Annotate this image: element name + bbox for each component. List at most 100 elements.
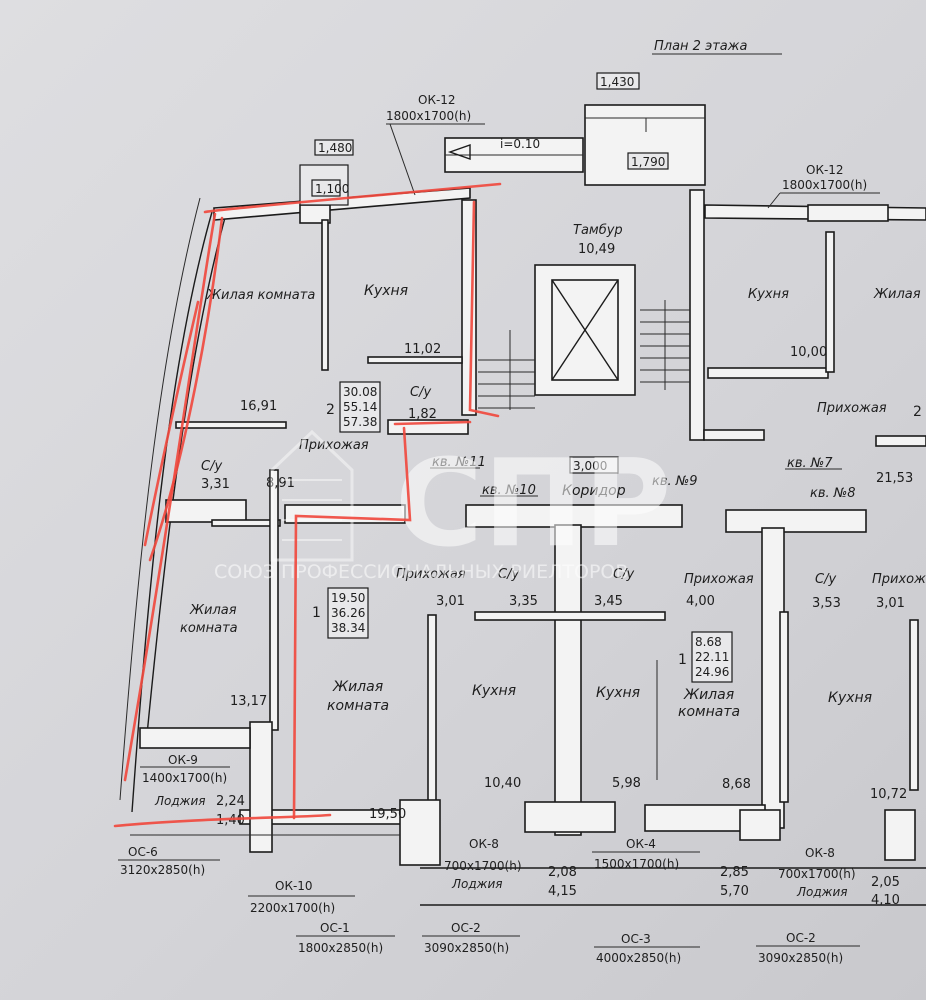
- area-living-tl: 16,91: [240, 399, 277, 414]
- watermark-logo: СПР: [395, 435, 671, 574]
- level-3000-box: [569, 456, 619, 474]
- room-hall-kv9: Прихожая: [684, 572, 754, 587]
- wall-kitchen-tr-bottom: [707, 367, 829, 379]
- room-hall-kv8: Прихожая: [872, 572, 926, 587]
- plan-title: План 2 этажа: [654, 39, 747, 54]
- room-living-tr: Жилая: [873, 287, 921, 302]
- room-loggia-right: Лоджия: [796, 885, 848, 899]
- kv9-summary-box: [691, 631, 733, 683]
- opening-oc2-b: ОС-2: [786, 931, 816, 945]
- balcony-rail: [119, 197, 201, 801]
- opening-oc6-size: 3120x2850(h): [120, 863, 205, 877]
- opening-ok12-a: ОК-12: [418, 93, 456, 107]
- kv10-sum-c: 38.34: [331, 621, 365, 635]
- stair-treads: [478, 300, 690, 410]
- level-1100-box: [311, 179, 341, 197]
- area-loggia-r2-a: 2,05: [871, 875, 900, 890]
- kv9-sum-b: 22.11: [695, 650, 729, 664]
- area-loggia-r1-b: 5,70: [720, 884, 749, 899]
- room-living-left-2: комната: [180, 621, 238, 636]
- kv10-summary-box: [327, 587, 369, 639]
- opening-ok10: ОК-10: [275, 879, 313, 893]
- area-loggia-mid-a: 2,08: [548, 865, 577, 880]
- room-vestibule: Тамбур: [573, 223, 623, 238]
- room-living-left: Жилая: [189, 603, 237, 618]
- room-bath-left: С/у: [201, 459, 222, 474]
- area-bath-kv11: 1,82: [408, 407, 437, 422]
- window-kitchen-tr: [807, 204, 889, 222]
- opening-ok4: ОК-4: [626, 837, 656, 851]
- pier-3: [884, 809, 916, 861]
- pier-1: [399, 799, 441, 866]
- loggia-left-window: [139, 727, 251, 749]
- wall-hall-tr: [703, 429, 765, 441]
- area-hall-kv11: 8,91: [266, 476, 295, 491]
- area-kitchen-kv9: 5,98: [612, 776, 641, 791]
- room-kitchen-tr: Кухня: [748, 287, 789, 302]
- red-line-stair: [468, 200, 500, 418]
- level-1480: 1,480: [318, 141, 352, 155]
- area-kitchen-tr: 10,00: [790, 345, 827, 360]
- opening-ok8-a: ОК-8: [469, 837, 499, 851]
- opening-oc1-size: 1800x2850(h): [298, 941, 383, 955]
- room-hall-kv11: Прихожая: [299, 438, 369, 453]
- kv10-rooms: 1: [312, 605, 321, 621]
- area-bath-kv10: 3,35: [509, 594, 538, 609]
- red-line-bottom: [113, 813, 332, 828]
- pier-2: [739, 809, 781, 841]
- ramp-arrow: [447, 144, 471, 160]
- level-1100: 1,100: [315, 182, 349, 196]
- wall-kv10-kitchen: [427, 614, 437, 811]
- room-living-kv10: Жилая: [332, 679, 383, 695]
- area-kitchen-kv10: 10,40: [484, 776, 521, 791]
- red-line-left-1: [123, 212, 217, 782]
- opening-oc3-size: 4000x2850(h): [596, 951, 681, 965]
- opening-ok8-b-size: 700x1700(h): [778, 867, 856, 881]
- room-kitchen-tl: Кухня: [364, 283, 408, 299]
- area-loggia-mid-b: 4,15: [548, 884, 577, 899]
- room-living-kv9-2: комната: [678, 704, 740, 720]
- kv7-rooms: 2: [913, 404, 922, 420]
- area-living-left: 13,17: [230, 694, 267, 709]
- area-hall-kv8: 3,01: [876, 596, 905, 611]
- level-1430-box: [596, 72, 640, 90]
- room-hall-kv10: Прихожая: [396, 567, 466, 582]
- kv11-sum-a: 30.08: [343, 385, 377, 399]
- watermark-building-icon: [270, 429, 354, 562]
- room-bath-kv11: С/у: [410, 385, 431, 400]
- wall-baths-bottom: [474, 611, 666, 621]
- watermark-text: СОЮЗ ПРОФЕССИОНАЛЬНЫХ РИЕЛТОРОВ: [214, 561, 628, 583]
- area-bath-kv9: 3,45: [594, 594, 623, 609]
- leader-ok12-b-2: [767, 192, 781, 209]
- area-bath-left: 3,31: [201, 477, 230, 492]
- area-loggia-left-b: 1,40: [216, 813, 245, 828]
- area-kitchen-kv8: 10,72: [870, 787, 907, 802]
- lift-cross-b: [551, 279, 619, 381]
- opening-oc2-a-size: 3090x2850(h): [424, 941, 509, 955]
- opening-ok9-size: 1400x1700(h): [142, 771, 227, 785]
- facade-curve-outer: [131, 211, 213, 813]
- room-bath-kv10: С/у: [498, 567, 519, 582]
- kv9-sum-a: 8.68: [695, 635, 722, 649]
- wall-corridor-bottom-right: [725, 509, 867, 533]
- apt-kv11: кв. №11: [432, 455, 486, 470]
- level-1790: 1,790: [631, 155, 665, 169]
- room-kitchen-kv8: Кухня: [828, 690, 872, 706]
- room-kitchen-kv10: Кухня: [472, 683, 516, 699]
- wall-kv8-right: [909, 619, 919, 791]
- red-line-left-3: [143, 300, 200, 547]
- area-hall-kv10: 3,01: [436, 594, 465, 609]
- wall-kv8-left: [779, 611, 789, 803]
- slope-label: i=0.10: [500, 137, 540, 151]
- kv11-rooms: 2: [326, 402, 335, 418]
- area-bath-kv8: 3,53: [812, 596, 841, 611]
- opening-ok12-b: ОК-12: [806, 163, 844, 177]
- entrance-porch: [584, 104, 706, 186]
- opening-oc2-a: ОС-2: [451, 921, 481, 935]
- wall-kitchen-living-tl: [321, 219, 329, 371]
- red-line-left-2: [148, 216, 224, 562]
- opening-ok10-size: 2200x1700(h): [250, 901, 335, 915]
- opening-oc6: ОС-6: [128, 845, 158, 859]
- level-1480-box: [314, 139, 354, 156]
